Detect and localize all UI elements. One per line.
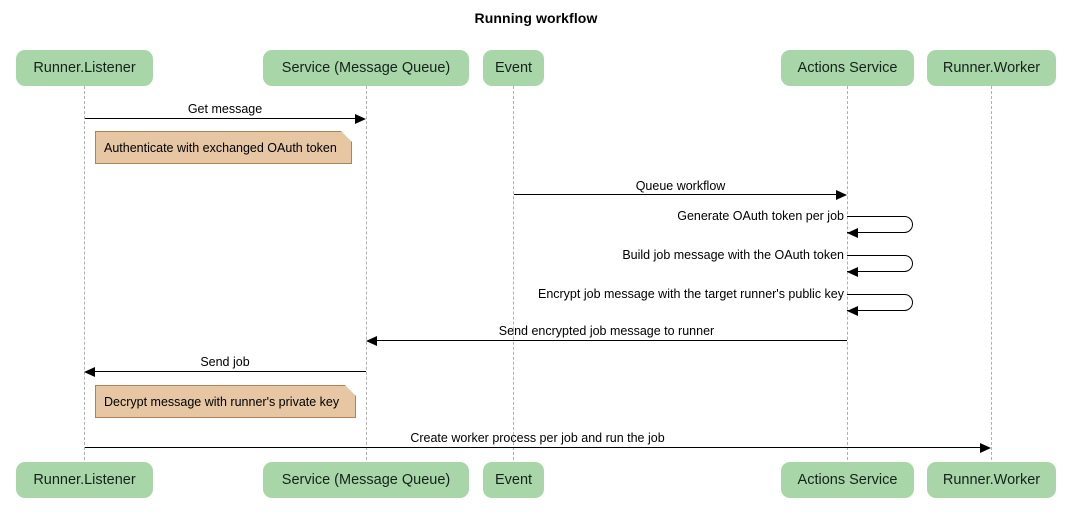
participant-event-bottom[interactable]: Event: [483, 462, 544, 498]
participant-runner-listener-bottom[interactable]: Runner.Listener: [16, 462, 153, 498]
participant-runner-worker-bottom[interactable]: Runner.Worker: [927, 462, 1056, 498]
participant-label: Actions Service: [797, 472, 898, 488]
note-authenticate: Authenticate with exchanged OAuth token: [95, 131, 352, 164]
message-label-send-encrypted-job-message-to-runner: Send encrypted job message to runner: [498, 324, 715, 338]
participant-label: Runner.Worker: [942, 472, 1041, 488]
participant-service-message-queue-bottom[interactable]: Service (Message Queue): [263, 462, 469, 498]
message-arrowhead-create-worker-process-per-job-and-run-the-job: [980, 443, 991, 453]
message-label-generate-oauth-token-per-job: Generate OAuth token per job: [677, 209, 844, 223]
message-line-queue-workflow: [514, 194, 836, 195]
message-arrowhead-send-encrypted-job-message-to-runner: [366, 336, 377, 346]
message-arrowhead-queue-workflow: [836, 190, 847, 200]
message-selfloop-generate-oauth-token-per-job: [847, 216, 913, 233]
message-arrowhead-get-message: [355, 114, 366, 124]
participant-event-top[interactable]: Event: [483, 50, 544, 86]
lifeline-event: [513, 86, 514, 460]
page-title: Running workflow: [474, 10, 598, 26]
message-arrowhead-build-job-message-with-the-oauth-token: [847, 267, 858, 277]
participant-actions-service-top[interactable]: Actions Service: [781, 50, 914, 86]
lifeline-runner-worker: [991, 86, 992, 460]
participant-label: Service (Message Queue): [281, 60, 451, 76]
note-fold-icon: [341, 131, 352, 142]
message-label-create-worker-process-per-job-and-run-the-job: Create worker process per job and run th…: [410, 431, 665, 445]
message-label-queue-workflow: Queue workflow: [635, 179, 726, 193]
message-arrowhead-generate-oauth-token-per-job: [847, 228, 858, 238]
message-selfloop-build-job-message-with-the-oauth-token: [847, 255, 913, 272]
note-label: Decrypt message with runner's private ke…: [104, 394, 340, 409]
participant-label: Runner.Listener: [33, 60, 136, 76]
participant-service-message-queue-top[interactable]: Service (Message Queue): [263, 50, 469, 86]
message-selfloop-encrypt-job-message-with-the-target-runners-public-key: [847, 294, 913, 311]
message-line-get-message: [85, 118, 355, 119]
message-arrowhead-send-job: [84, 367, 95, 377]
participant-label: Event: [494, 60, 533, 76]
note-label: Authenticate with exchanged OAuth token: [104, 140, 337, 155]
message-label-encrypt-job-message-with-the-target-runners-public-key: Encrypt job message with the target runn…: [537, 287, 844, 301]
message-label-get-message: Get message: [187, 102, 263, 116]
participant-runner-worker-top[interactable]: Runner.Worker: [927, 50, 1056, 86]
participant-label: Runner.Worker: [942, 60, 1041, 76]
message-label-build-job-message-with-the-oauth-token: Build job message with the OAuth token: [622, 248, 844, 262]
note-fold-icon: [345, 385, 356, 396]
message-arrowhead-encrypt-job-message-with-the-target-runners-public-key: [847, 306, 858, 316]
lifeline-runner-listener: [84, 86, 85, 460]
participant-label: Actions Service: [797, 60, 898, 76]
participant-label: Runner.Listener: [33, 472, 136, 488]
participant-actions-service-bottom[interactable]: Actions Service: [781, 462, 914, 498]
lifeline-service-message-queue: [366, 86, 367, 460]
note-decrypt: Decrypt message with runner's private ke…: [95, 385, 356, 418]
participant-label: Event: [494, 472, 533, 488]
message-line-send-job: [95, 371, 366, 372]
participant-label: Service (Message Queue): [281, 472, 451, 488]
message-line-create-worker-process-per-job-and-run-the-job: [85, 447, 980, 448]
participant-runner-listener-top[interactable]: Runner.Listener: [16, 50, 153, 86]
message-line-send-encrypted-job-message-to-runner: [377, 340, 847, 341]
message-label-send-job: Send job: [200, 355, 250, 369]
